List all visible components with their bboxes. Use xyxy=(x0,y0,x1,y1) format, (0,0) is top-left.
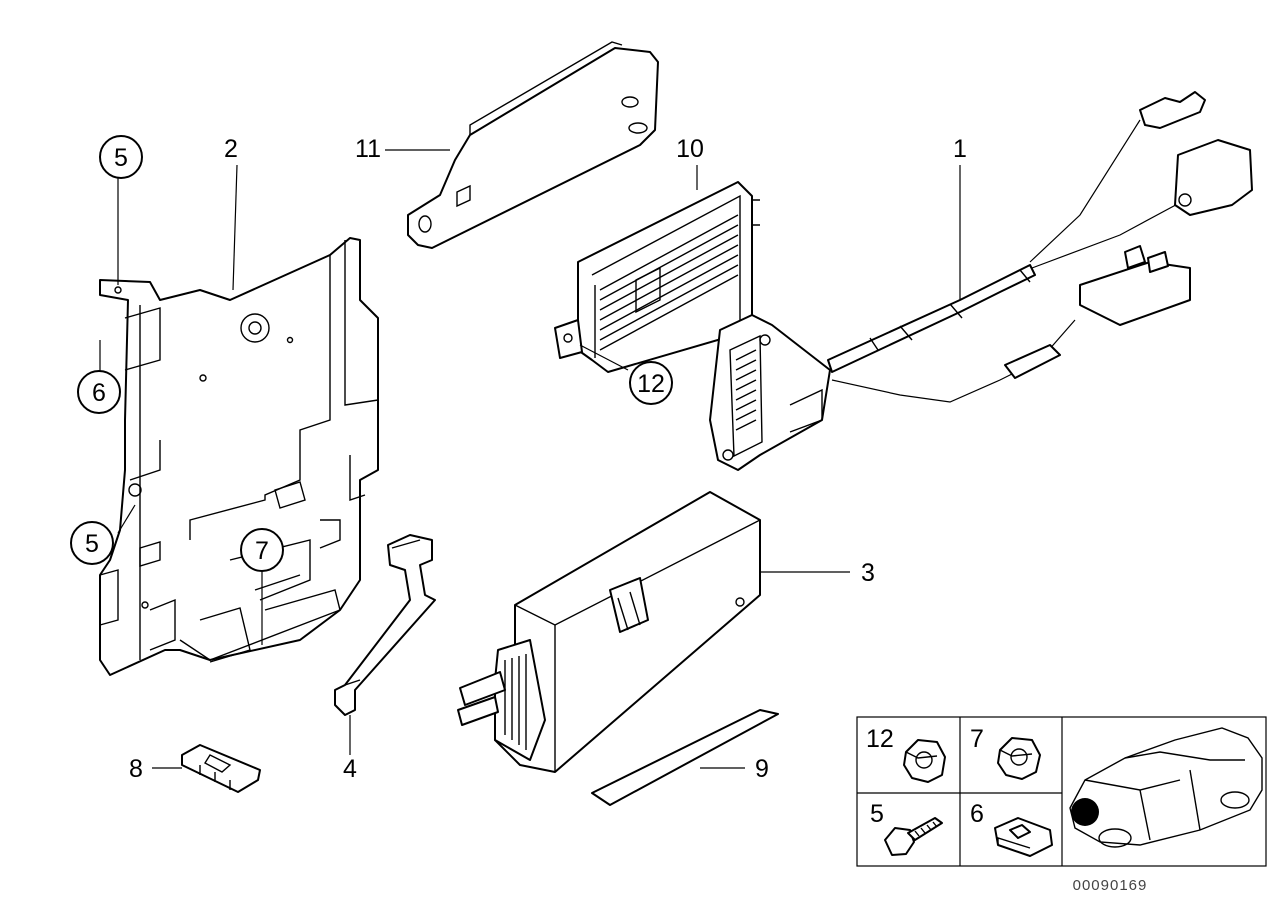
car-location-icon xyxy=(1069,727,1263,848)
callout-circle-7 xyxy=(240,528,284,572)
flange-nut-icon xyxy=(997,737,1041,780)
callout-5-top: 5 xyxy=(114,144,128,172)
legend-label-6: 6 xyxy=(970,800,984,828)
clip-part-8 xyxy=(181,744,261,793)
legend-label-12: 12 xyxy=(866,725,894,753)
callout-circle-5-top xyxy=(99,135,143,179)
legend-label-7: 7 xyxy=(970,725,984,753)
callout-8: 8 xyxy=(129,755,143,783)
callout-2: 2 xyxy=(224,135,238,163)
callout-3: 3 xyxy=(861,559,875,587)
legend-label-5: 5 xyxy=(870,800,884,828)
callout-12: 12 xyxy=(637,370,665,398)
control-module-part-10 xyxy=(554,181,760,373)
wiring-harness-part-1 xyxy=(709,91,1253,471)
mounting-plate-part-11 xyxy=(407,41,659,249)
callout-6: 6 xyxy=(92,379,106,407)
callout-11: 11 xyxy=(355,135,381,163)
callout-5-bottom: 5 xyxy=(85,530,99,558)
main-unit-part-3 xyxy=(457,491,761,773)
callout-1: 1 xyxy=(953,135,967,163)
callout-circle-12 xyxy=(629,361,673,405)
mounting-bracket-part-2 xyxy=(99,237,379,676)
callout-4: 4 xyxy=(343,755,357,783)
diagram-reference-number: 00090169 xyxy=(1073,877,1148,894)
callout-9: 9 xyxy=(755,755,769,783)
callout-7: 7 xyxy=(255,537,269,565)
hex-nut-icon xyxy=(903,739,946,783)
clip-nut-icon xyxy=(994,817,1053,857)
callout-circle-6 xyxy=(77,370,121,414)
pad-part-9 xyxy=(591,709,779,806)
leader-lines xyxy=(99,149,961,769)
callout-labels: 1 2 3 4 8 9 10 11 5 6 5 7 12 xyxy=(70,135,967,783)
hardware-legend-table: 12 7 5 6 xyxy=(856,716,1267,867)
bolt-icon xyxy=(884,817,943,856)
callout-10: 10 xyxy=(676,135,704,163)
callout-circle-5-bottom xyxy=(70,521,114,565)
support-strut-part-4 xyxy=(334,534,436,716)
